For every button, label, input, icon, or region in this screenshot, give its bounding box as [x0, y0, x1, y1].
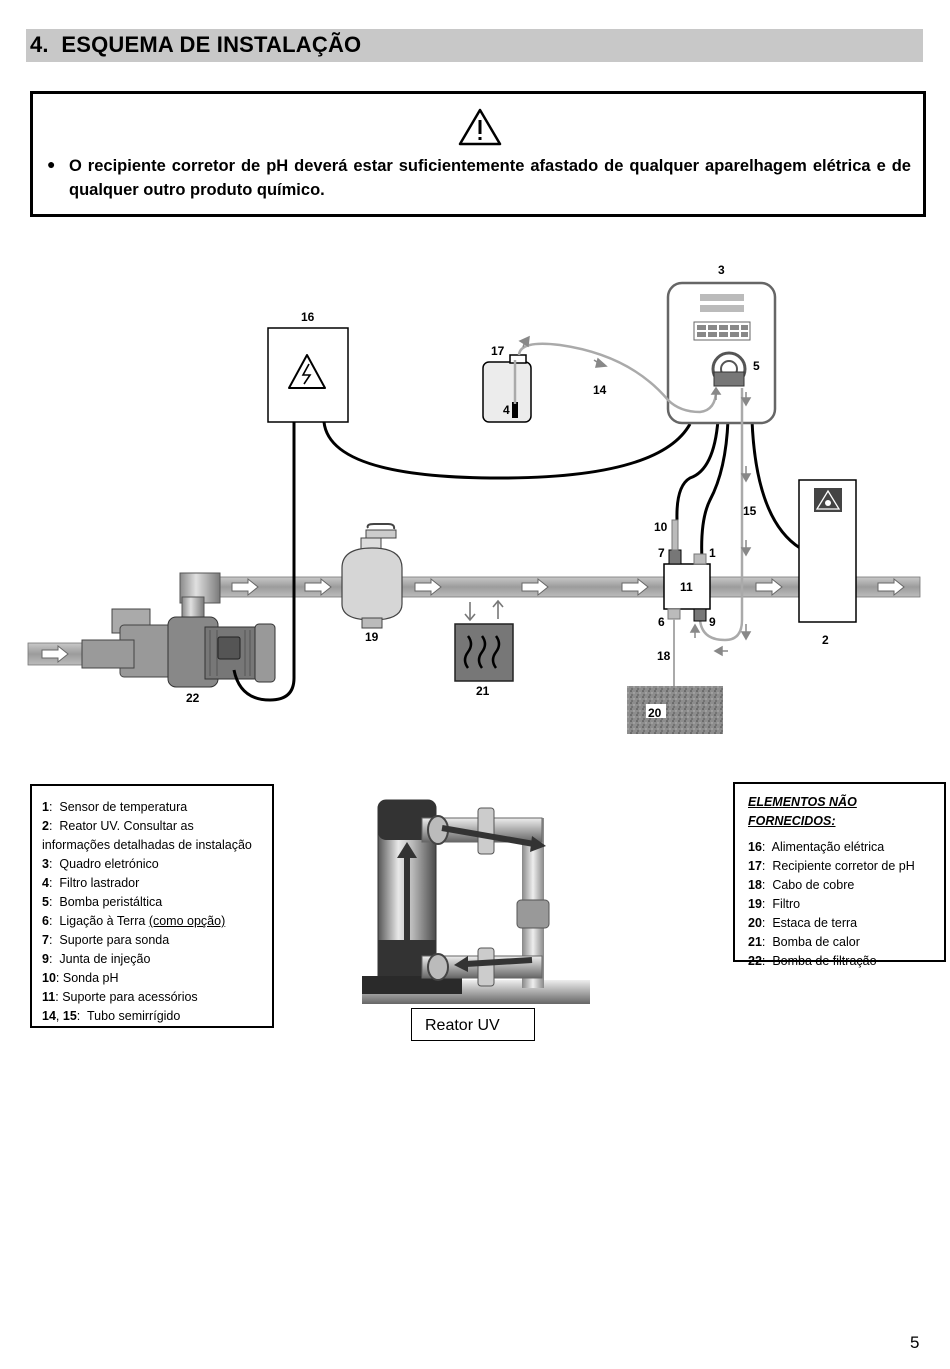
ground-stake	[627, 686, 723, 734]
label-16: 16	[301, 310, 315, 324]
section-title-text: ESQUEMA DE INSTALAÇÃO	[61, 32, 362, 57]
legend-item: 3: Quadro eletrónico	[42, 857, 159, 871]
label-20: 20	[648, 706, 662, 720]
tube-arrows	[518, 335, 752, 657]
legend-item: 14, 15: Tubo semirrígido	[42, 1009, 181, 1023]
label-19: 19	[365, 630, 379, 644]
section-number: 4.	[30, 32, 49, 57]
section-header: 4. ESQUEMA DE INSTALAÇÃO	[26, 29, 923, 62]
legend-item: 18: Cabo de cobre	[748, 878, 855, 892]
label-4: 4	[503, 403, 510, 417]
section-title: 4. ESQUEMA DE INSTALAÇÃO	[30, 32, 361, 58]
label-3: 3	[718, 263, 725, 277]
accessory-holder	[663, 519, 711, 710]
legend-not-supplied: ELEMENTOS NÃO FORNECIDOS: 16: Alimentaçã…	[733, 782, 946, 968]
label-11: 11	[680, 580, 693, 594]
sand-filter	[341, 523, 403, 629]
label-21: 21	[476, 684, 490, 698]
warning-box: ● O recipiente corretor de pH deverá est…	[30, 91, 926, 217]
label-18: 18	[657, 649, 671, 663]
control-box	[666, 281, 777, 425]
label-9: 9	[709, 615, 716, 629]
semirigid-tubes	[513, 342, 744, 642]
uv-reactor-unit	[798, 479, 857, 623]
legend-item: 11: Suporte para acessórios	[42, 990, 198, 1004]
legend-item: 7: Suporte para sonda	[42, 933, 170, 947]
label-14: 14	[593, 383, 607, 397]
label-10: 10	[654, 520, 668, 534]
legend-item: 10: Sonda pH	[42, 971, 119, 985]
label-2: 2	[822, 633, 829, 647]
legend-item: 21: Bomba de calor	[748, 935, 860, 949]
filtration-pump	[81, 572, 276, 688]
label-15: 15	[743, 504, 757, 518]
electric-cables	[232, 419, 801, 702]
bullet-icon: ●	[47, 156, 56, 172]
legend-supplied: 1: Sensor de temperatura 2: Reator UV. C…	[30, 784, 274, 1028]
electrical-hazard-icon	[288, 354, 326, 389]
label-7: 7	[658, 546, 665, 560]
warning-text: O recipiente corretor de pH deverá estar…	[69, 157, 911, 199]
legend-item: 1: Sensor de temperatura	[42, 800, 188, 814]
label-22: 22	[186, 691, 200, 705]
label-6: 6	[658, 615, 665, 629]
legend-item: 22: Bomba de filtração	[748, 954, 877, 968]
legend-item: 6: Ligação à Terra (como opção)	[42, 914, 226, 928]
warning-triangle-icon	[458, 108, 502, 146]
label-17: 17	[491, 344, 505, 358]
legend-item: 2: Reator UV. Consultar as informações d…	[42, 819, 252, 852]
legend-item: 5: Bomba peristáltica	[42, 895, 163, 909]
legend-item: 20: Estaca de terra	[748, 916, 858, 930]
legend-item: 17: Recipiente corretor de pH	[748, 859, 915, 873]
legend-title: ELEMENTOS NÃO FORNECIDOS:	[748, 795, 857, 828]
ph-container	[482, 354, 532, 423]
page-number: 5	[910, 1333, 920, 1352]
label-5: 5	[753, 359, 760, 373]
legend-item: 16: Alimentação elétrica	[748, 840, 885, 854]
uv-reactor-photo	[362, 790, 590, 1008]
label-1: 1	[709, 546, 716, 560]
diagram-labels: 3 16 17 5 14 4 15 10 7 1 11 6 9 19 2 18 …	[186, 263, 829, 720]
legend-item: 19: Filtro	[748, 897, 801, 911]
uv-reactor-caption: Reator UV	[411, 1008, 535, 1041]
installation-diagram: 3 16 17 5 14 4 15 10 7 1 11 6 9 19 2 18 …	[27, 263, 921, 734]
heat-pump	[454, 599, 514, 682]
legend-item: 9: Junta de injeção	[42, 952, 151, 966]
legend-item: 4: Filtro lastrador	[42, 876, 140, 890]
flow-arrows	[41, 577, 905, 664]
